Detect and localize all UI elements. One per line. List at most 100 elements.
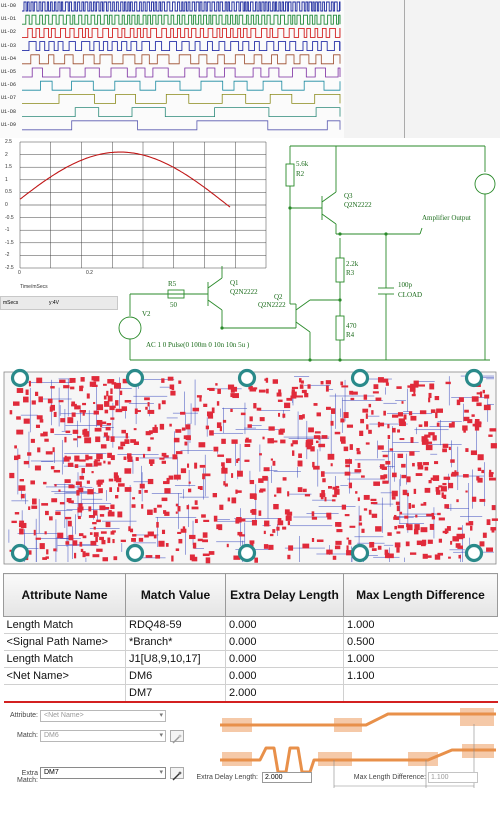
pcb-pad	[105, 426, 111, 431]
chevron-down-icon: ▾	[159, 732, 163, 739]
pcb-pad	[191, 506, 199, 510]
pcb-pad	[343, 446, 349, 452]
pcb-pad	[350, 397, 355, 401]
pcb-pad	[345, 464, 350, 468]
pcb-pad	[152, 427, 158, 433]
signal-label: U1-D1	[1, 16, 17, 23]
extra-match-combo[interactable]: DM7 ▾	[40, 767, 166, 779]
pcb-pad	[396, 505, 400, 512]
y-tick-label: 2	[5, 151, 8, 158]
pick-match-button[interactable]	[170, 730, 184, 744]
pcb-pad	[37, 447, 41, 453]
r3-name: R3	[346, 269, 355, 277]
pcb-pad	[89, 532, 93, 535]
pcb-pad	[343, 412, 349, 419]
pcb-pad	[57, 532, 64, 539]
pcb-pad	[104, 409, 109, 414]
pcb-pad	[362, 408, 369, 413]
header-extra-delay-length[interactable]: Extra Delay Length	[225, 573, 344, 617]
pcb-pad	[192, 542, 197, 549]
extra-match-value: DM7	[44, 769, 59, 776]
table-row[interactable]: <Signal Path Name> *Branch* 0.000 0.500	[3, 633, 498, 651]
pcb-pad	[135, 457, 139, 461]
pcb-pad	[130, 528, 134, 533]
pcb-pad	[259, 417, 265, 422]
pcb-pad	[145, 555, 153, 558]
pcb-pad	[175, 511, 178, 514]
pcb-pad	[442, 443, 449, 448]
pcb-pad	[297, 487, 303, 493]
pcb-pad	[435, 412, 438, 419]
max-length-difference-input[interactable]: 1.100	[428, 772, 478, 783]
pcb-pad	[113, 405, 116, 409]
pcb-pad	[365, 442, 370, 445]
pcb-pad	[434, 461, 439, 465]
pcb-pad	[403, 414, 407, 420]
pcb-pad	[489, 428, 497, 432]
pcb-pad	[262, 436, 265, 440]
match-combo[interactable]: DM6 ▾	[40, 730, 166, 742]
pcb-pad	[349, 390, 354, 395]
pick-extra-match-button[interactable]	[170, 767, 184, 781]
pcb-pad	[387, 532, 392, 536]
pcb-pad	[428, 480, 432, 484]
pcb-pad	[18, 522, 26, 528]
pcb-pad	[369, 541, 375, 548]
q3-part: Q2N2222	[344, 201, 372, 209]
pcb-pad	[68, 534, 74, 541]
pcb-pad	[49, 516, 53, 521]
pcb-pad	[65, 430, 71, 434]
pcb-pad	[96, 462, 102, 466]
pcb-pad	[74, 405, 81, 410]
logic-scroll-area[interactable]	[344, 0, 500, 138]
pcb-pad	[178, 538, 183, 544]
header-match-value[interactable]: Match Value	[125, 573, 226, 617]
pcb-pad	[345, 459, 353, 464]
pcb-pad	[368, 403, 372, 408]
pcb-pad	[331, 499, 336, 502]
pcb-pad	[446, 526, 451, 531]
pcb-pad	[491, 505, 496, 511]
table-row[interactable]: <Net Name> DM6 0.000 1.100	[3, 667, 498, 685]
pcb-pad	[456, 499, 459, 503]
pcb-pad	[363, 394, 368, 400]
pcb-pad	[74, 464, 79, 468]
pcb-pad	[93, 460, 98, 467]
table-row-selected[interactable]: DM7 2.000	[3, 684, 498, 703]
pcb-pad	[217, 454, 225, 457]
pcb-pad	[450, 459, 455, 463]
pcb-pad	[28, 506, 31, 510]
y-tick-label: 0.5	[5, 189, 12, 196]
pcb-pad	[79, 541, 83, 547]
pcb-pad	[100, 531, 107, 534]
pcb-pad	[96, 548, 103, 552]
pcb-pad	[490, 443, 497, 449]
pcb-pad	[222, 419, 227, 423]
header-attribute-name[interactable]: Attribute Name	[3, 573, 126, 617]
pcb-pad	[50, 466, 55, 470]
pcb-pad	[312, 461, 315, 468]
pcb-pad	[274, 494, 277, 497]
attribute-combo[interactable]: <Net Name> ▾	[40, 710, 166, 722]
pcb-pad	[33, 529, 36, 536]
pcb-pad	[325, 380, 332, 385]
pcb-pad	[14, 445, 17, 449]
pcb-pad	[413, 390, 416, 395]
pcb-pad	[53, 469, 61, 473]
pcb-pad	[291, 389, 295, 394]
pcb-pad	[268, 426, 275, 431]
extra-delay-length-input[interactable]: 2.000	[262, 772, 312, 783]
pcb-pad	[173, 437, 180, 443]
pcb-pad	[85, 454, 89, 461]
table-row[interactable]: Length Match J1[U8,9,10,17] 0.000 1.000	[3, 650, 498, 668]
pcb-pad	[423, 462, 429, 466]
pcb-pad	[237, 458, 240, 461]
pcb-pad	[237, 470, 243, 477]
pcb-pad	[399, 421, 406, 427]
table-row[interactable]: Length Match RDQ48-59 0.000 1.000	[3, 616, 498, 634]
pcb-pad	[285, 515, 292, 521]
pcb-pad	[81, 468, 85, 474]
header-max-length-difference[interactable]: Max Length Difference	[343, 573, 498, 617]
pcb-pad	[161, 452, 167, 457]
pcb-pad	[244, 459, 250, 462]
